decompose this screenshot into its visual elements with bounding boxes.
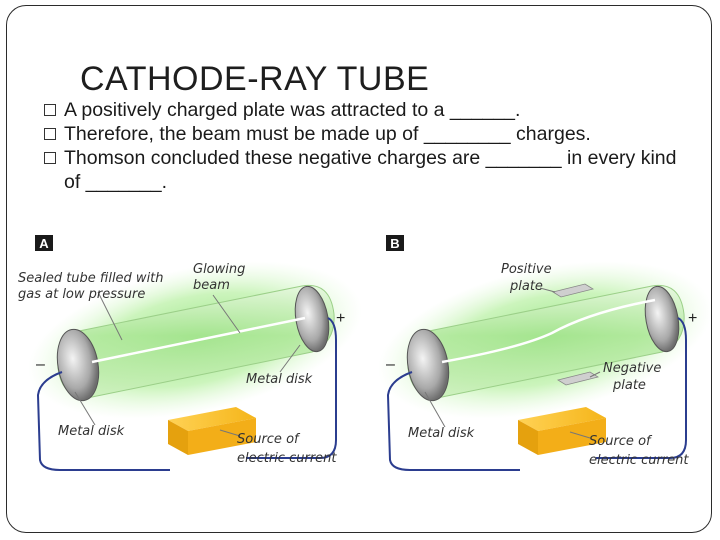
label-glowing-beam: Glowing: [193, 262, 245, 277]
leader-line: [424, 391, 446, 428]
checkbox-bullet-icon: [44, 128, 56, 140]
label-glowing-beam: beam: [193, 278, 230, 293]
leader-line: [589, 371, 601, 378]
label-sealed-tube: Sealed tube filled with: [18, 271, 164, 286]
battery-front: [188, 418, 256, 455]
battery-top: [518, 407, 606, 431]
battery-top: [168, 407, 256, 431]
panel-a-tag-bg: [35, 235, 53, 251]
positive-plate: [551, 283, 595, 298]
battery-front: [538, 418, 606, 455]
label-source: electric current: [589, 453, 689, 468]
leader-line: [279, 344, 301, 373]
panel-a: A Sealed tube filled with gas at low pre…: [18, 235, 362, 471]
right-metal-disk: [644, 285, 680, 353]
label-positive-plate: plate: [509, 279, 543, 294]
wire-right: [246, 317, 337, 459]
plus-sign: +: [336, 310, 345, 327]
leader-line: [219, 429, 241, 437]
panel-b: B Positive plate Negative plate Metal di…: [378, 235, 712, 471]
label-positive-plate: Positive: [501, 262, 552, 277]
leader-line: [212, 294, 241, 334]
checkbox-bullet-icon: [44, 152, 56, 164]
wire-right: [596, 317, 687, 459]
label-source: Source of: [237, 432, 301, 447]
wire-left: [36, 371, 170, 471]
panel-b-tag-bg: [386, 235, 404, 251]
label-source: electric current: [237, 451, 337, 466]
battery-side: [168, 420, 188, 455]
panel-a-tag: A: [39, 236, 49, 251]
label-negative-plate: plate: [612, 378, 646, 393]
bullet-item: Thomson concluded these negative charges…: [44, 146, 694, 194]
leader-line: [74, 391, 96, 426]
label-sealed-tube: gas at low pressure: [18, 287, 145, 302]
battery-side: [518, 420, 538, 455]
leader-line: [539, 287, 556, 293]
bullet-item: Therefore, the beam must be made up of _…: [44, 122, 694, 146]
panel-b-tag: B: [390, 236, 399, 251]
right-metal-disk: [294, 285, 330, 353]
plus-sign: +: [688, 310, 697, 327]
label-metal-disk-right: Metal disk: [246, 372, 313, 387]
slide-title: CATHODE-RAY TUBE: [80, 60, 430, 98]
bullet-text: Therefore, the beam must be made up of _…: [64, 123, 591, 145]
wire-left: [386, 371, 520, 471]
label-source: Source of: [589, 434, 653, 449]
straight-beam: [91, 316, 306, 364]
negative-plate: [556, 371, 600, 386]
bullet-text: A positively charged plate was attracted…: [64, 99, 521, 121]
bullet-item: A positively charged plate was attracted…: [44, 98, 694, 122]
label-metal-disk: Metal disk: [408, 426, 475, 441]
leader-line: [97, 291, 123, 341]
deflected-beam: [441, 298, 656, 364]
minus-sign: –: [36, 356, 45, 373]
checkbox-bullet-icon: [44, 104, 56, 116]
label-metal-disk-left: Metal disk: [58, 424, 125, 439]
leader-line: [569, 431, 591, 439]
label-negative-plate: Negative: [603, 361, 661, 376]
bullet-list: A positively charged plate was attracted…: [44, 98, 694, 194]
bullet-text: Thomson concluded these negative charges…: [64, 147, 677, 193]
minus-sign: –: [386, 356, 395, 373]
